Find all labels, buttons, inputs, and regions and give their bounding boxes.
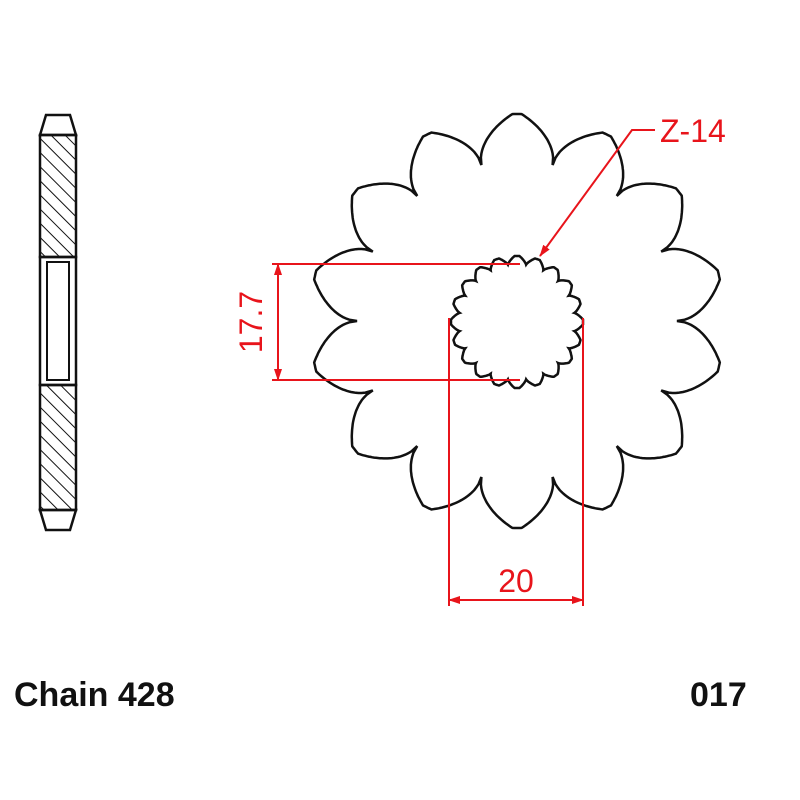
sprocket-outline [312,112,722,530]
side-bottom-chamfer [38,508,78,532]
teeth-leader-line [539,129,655,257]
part-number: 017 [690,676,747,714]
spline-bore-outline [449,254,585,390]
side-bore [38,255,78,387]
side-bore-inner [46,261,70,381]
side-top-hatch [38,133,78,259]
chain-label: Chain 428 [14,676,175,714]
height-dimension-text: 17.7 [233,291,269,353]
side-top-chamfer [38,113,78,137]
width-dimension-text: 20 [498,563,534,599]
side-bottom-hatch [38,383,78,512]
teeth-count-text: Z-14 [660,113,726,149]
side-view [38,113,78,532]
